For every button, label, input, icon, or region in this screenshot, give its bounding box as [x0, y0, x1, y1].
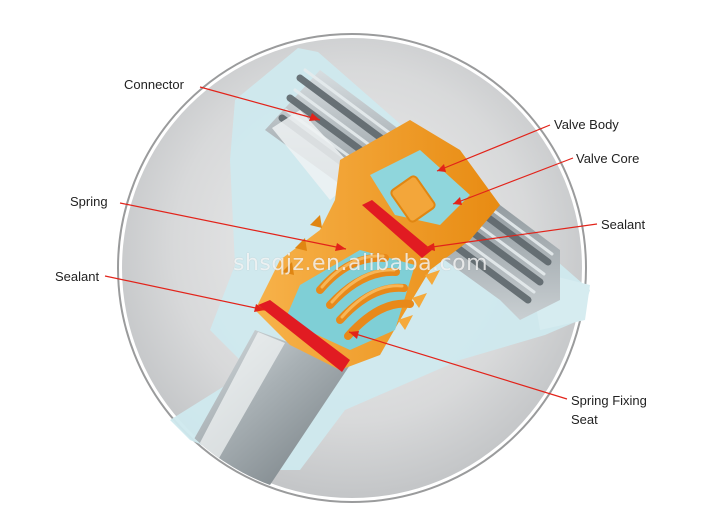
leader-valve-body [436, 124, 551, 172]
label-sealant-left: Sealant [55, 269, 100, 284]
label-valve-core: Valve Core [576, 151, 640, 166]
label-valve-body: Valve Body [554, 117, 619, 132]
leader-arrowheads [254, 113, 462, 339]
watermark-text: shsqjz.en.alibaba.com [233, 251, 489, 276]
sealant-right-shape [362, 200, 432, 258]
label-spring: Spring [70, 194, 108, 209]
sealant-left-shape [258, 300, 350, 372]
label-spring-fixing-seat: Spring Fixing Seat [571, 392, 647, 428]
leader-sealant-right [424, 223, 598, 249]
leader-sealant-left [104, 275, 266, 311]
leader-spring-seat [348, 331, 568, 400]
leader-lines [104, 86, 598, 400]
leader-connector [199, 86, 321, 121]
label-connector: Connector [124, 77, 184, 92]
leader-valve-core [452, 157, 574, 205]
label-sealant-right: Sealant [601, 217, 646, 232]
leader-spring [119, 202, 347, 250]
label-spring-fixing-seat-line1: Spring Fixing [571, 393, 647, 408]
label-spring-fixing-seat-line2: Seat [571, 412, 598, 427]
